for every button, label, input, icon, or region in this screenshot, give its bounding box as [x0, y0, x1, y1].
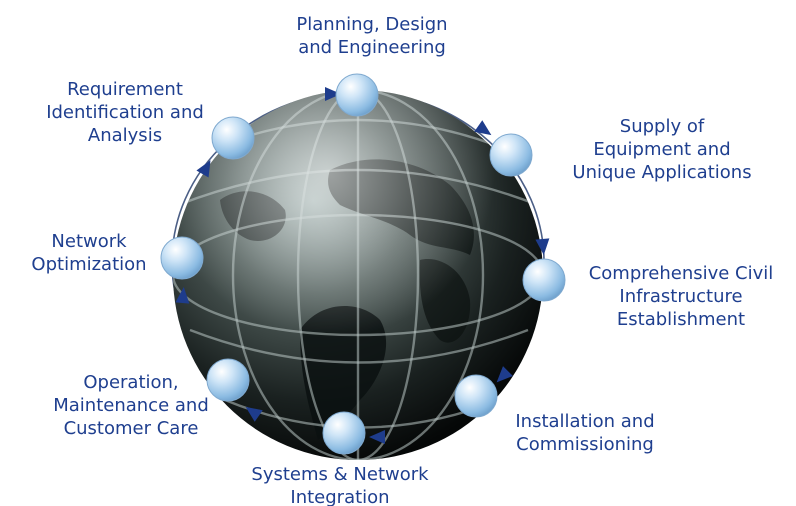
step-label-systems-integration: Systems & Network Integration [251, 464, 429, 506]
step-label-supply-equipment: Supply of Equipment and Unique Applicati… [572, 116, 752, 183]
arrow-head-6 [245, 406, 263, 422]
step-label-requirement-analysis: Requirement Identification and Analysis [46, 79, 204, 146]
step-label-planning-design: Planning, Design and Engineering [296, 14, 448, 58]
arrow-head-7 [175, 287, 190, 304]
node-requirement [211, 116, 255, 160]
arrow-head-4 [496, 366, 513, 383]
node-planning [335, 73, 379, 117]
step-label-operation-maintenance: Operation, Maintenance and Customer Care [53, 372, 209, 439]
node-supply [489, 133, 533, 177]
cycle-arrows [175, 87, 550, 444]
node-integration [322, 411, 366, 455]
node-installation [454, 374, 498, 418]
node-optimization [160, 236, 204, 280]
node-operation [206, 358, 250, 402]
node-civil [522, 258, 566, 302]
step-label-civil-infrastructure: Comprehensive Civil Infrastructure Estab… [588, 263, 774, 330]
arrow-head-1 [325, 87, 341, 101]
arrow-head-8 [196, 160, 211, 178]
step-label-network-optimization: Network Optimization [31, 231, 147, 275]
cycle-nodes [160, 73, 566, 455]
arrow-head-3 [535, 238, 550, 255]
arrow-head-5 [369, 430, 385, 444]
arrow-head-2 [474, 120, 492, 136]
step-label-installation: Installation and Commissioning [515, 411, 655, 455]
